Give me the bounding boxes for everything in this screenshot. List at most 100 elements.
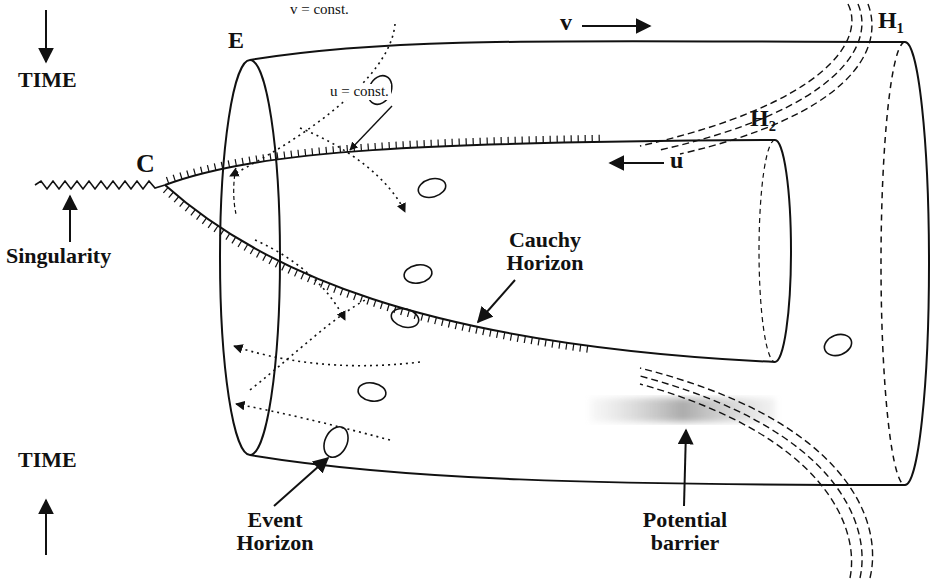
hatch-tick	[381, 142, 383, 149]
hatch-tick	[304, 149, 306, 156]
coordinate-label: v	[560, 10, 572, 35]
h1-ring-hidden	[881, 42, 905, 485]
hatch-tick	[416, 140, 418, 147]
hatch-tick	[510, 334, 511, 341]
hatch-tick	[249, 157, 250, 164]
hatch-tick	[374, 300, 376, 307]
hatch-tick	[360, 144, 362, 151]
hatch-tick	[407, 310, 409, 317]
hatch-tick	[187, 170, 189, 177]
hatch-tick	[191, 210, 195, 216]
hatch-tick	[226, 234, 230, 240]
hatch-tick	[421, 314, 423, 321]
hatch-tick	[599, 135, 600, 142]
hatch-tick	[297, 150, 299, 157]
part-label: Potential barrier	[625, 508, 745, 554]
hatch-tick	[295, 270, 298, 276]
hatch-tick	[423, 140, 425, 147]
hatch-tick	[180, 173, 182, 180]
hatch-tick	[531, 337, 532, 344]
hatch-tick	[202, 218, 206, 224]
part-label: Cauchy Horizon	[480, 228, 610, 274]
part-label: Singularity	[6, 244, 111, 267]
radiation-waves	[640, 4, 873, 578]
hatch-tick	[472, 138, 473, 145]
hatch-tick	[572, 344, 574, 351]
hatch-tick	[500, 137, 501, 144]
hatch-tick	[507, 137, 508, 144]
hatch-tick	[173, 175, 175, 182]
hatch-tick	[367, 298, 369, 305]
hatch-tick	[180, 201, 184, 206]
hatch-tick	[517, 335, 518, 342]
hatch-tick	[388, 142, 390, 149]
hatch-tick	[250, 248, 253, 254]
hatch-tick	[451, 139, 452, 146]
hatch-tick	[592, 135, 593, 142]
hatch-tick	[346, 145, 348, 152]
hatch-tick	[448, 321, 450, 328]
hatch-tick	[543, 136, 544, 143]
horizon-label: H₁	[878, 8, 904, 33]
hatch-tick	[201, 167, 203, 174]
hatch-tick	[208, 222, 212, 228]
axis-label: TIME	[18, 68, 77, 91]
hatch-tick	[430, 140, 432, 147]
hatch-tick	[290, 151, 292, 158]
hatch-tick	[578, 135, 579, 142]
hatch-tick	[163, 188, 168, 193]
hatch-tick	[479, 138, 480, 145]
hatch-tick	[462, 324, 464, 331]
hatch-tick	[503, 332, 504, 339]
hatch-tick	[308, 276, 311, 282]
hatch-tick	[232, 237, 236, 243]
hatch-tick	[269, 153, 271, 160]
singularity-zigzag	[35, 181, 165, 189]
hatch-tick	[276, 152, 278, 159]
hatch-tick	[402, 141, 404, 148]
hatch-tick	[327, 284, 330, 291]
hatch-tick	[185, 206, 189, 212]
hatch-tick	[214, 226, 218, 232]
hatch-tick	[579, 345, 581, 352]
hatch-tick	[197, 214, 201, 220]
hatch-tick	[458, 139, 459, 146]
hatch-tick	[524, 336, 525, 343]
hatch-tick	[557, 136, 558, 143]
hatch-tick	[207, 165, 209, 172]
hatch-tick	[521, 136, 522, 143]
hatch-tick	[282, 264, 285, 270]
h2-ring	[775, 140, 791, 362]
hatch-tick	[380, 302, 382, 309]
part-label: Event Horizon	[215, 508, 335, 554]
coordinate-label: u	[670, 148, 683, 173]
light-cones	[319, 72, 854, 461]
hatch-tick	[301, 273, 304, 279]
hatch-tick	[442, 319, 444, 326]
hatch-tick	[340, 289, 342, 296]
hatch-tick	[238, 241, 242, 247]
hatch-tick	[409, 141, 411, 148]
pointer-arrows	[46, 10, 686, 555]
hatch-tick	[483, 328, 484, 335]
hatch-tick	[514, 137, 515, 144]
hatch-tick	[528, 136, 529, 143]
horizon-label: H₂	[750, 106, 776, 131]
hatch-tick	[332, 146, 334, 153]
hatch-tick	[538, 338, 539, 345]
hatch-tick	[311, 148, 313, 155]
hatch-tick	[545, 340, 546, 347]
line-label: v = const.	[288, 2, 351, 18]
hatch-tick	[435, 317, 437, 324]
hatch-tick	[321, 281, 324, 287]
hatch-tick	[455, 322, 457, 329]
potential-barrier	[590, 398, 775, 422]
hatch-tick	[174, 197, 178, 202]
hatch-tick	[585, 135, 586, 142]
hatch-tick	[490, 330, 491, 337]
hatch-tick	[444, 139, 446, 146]
hatch-tick	[437, 139, 439, 146]
hatch-tick	[476, 327, 477, 334]
